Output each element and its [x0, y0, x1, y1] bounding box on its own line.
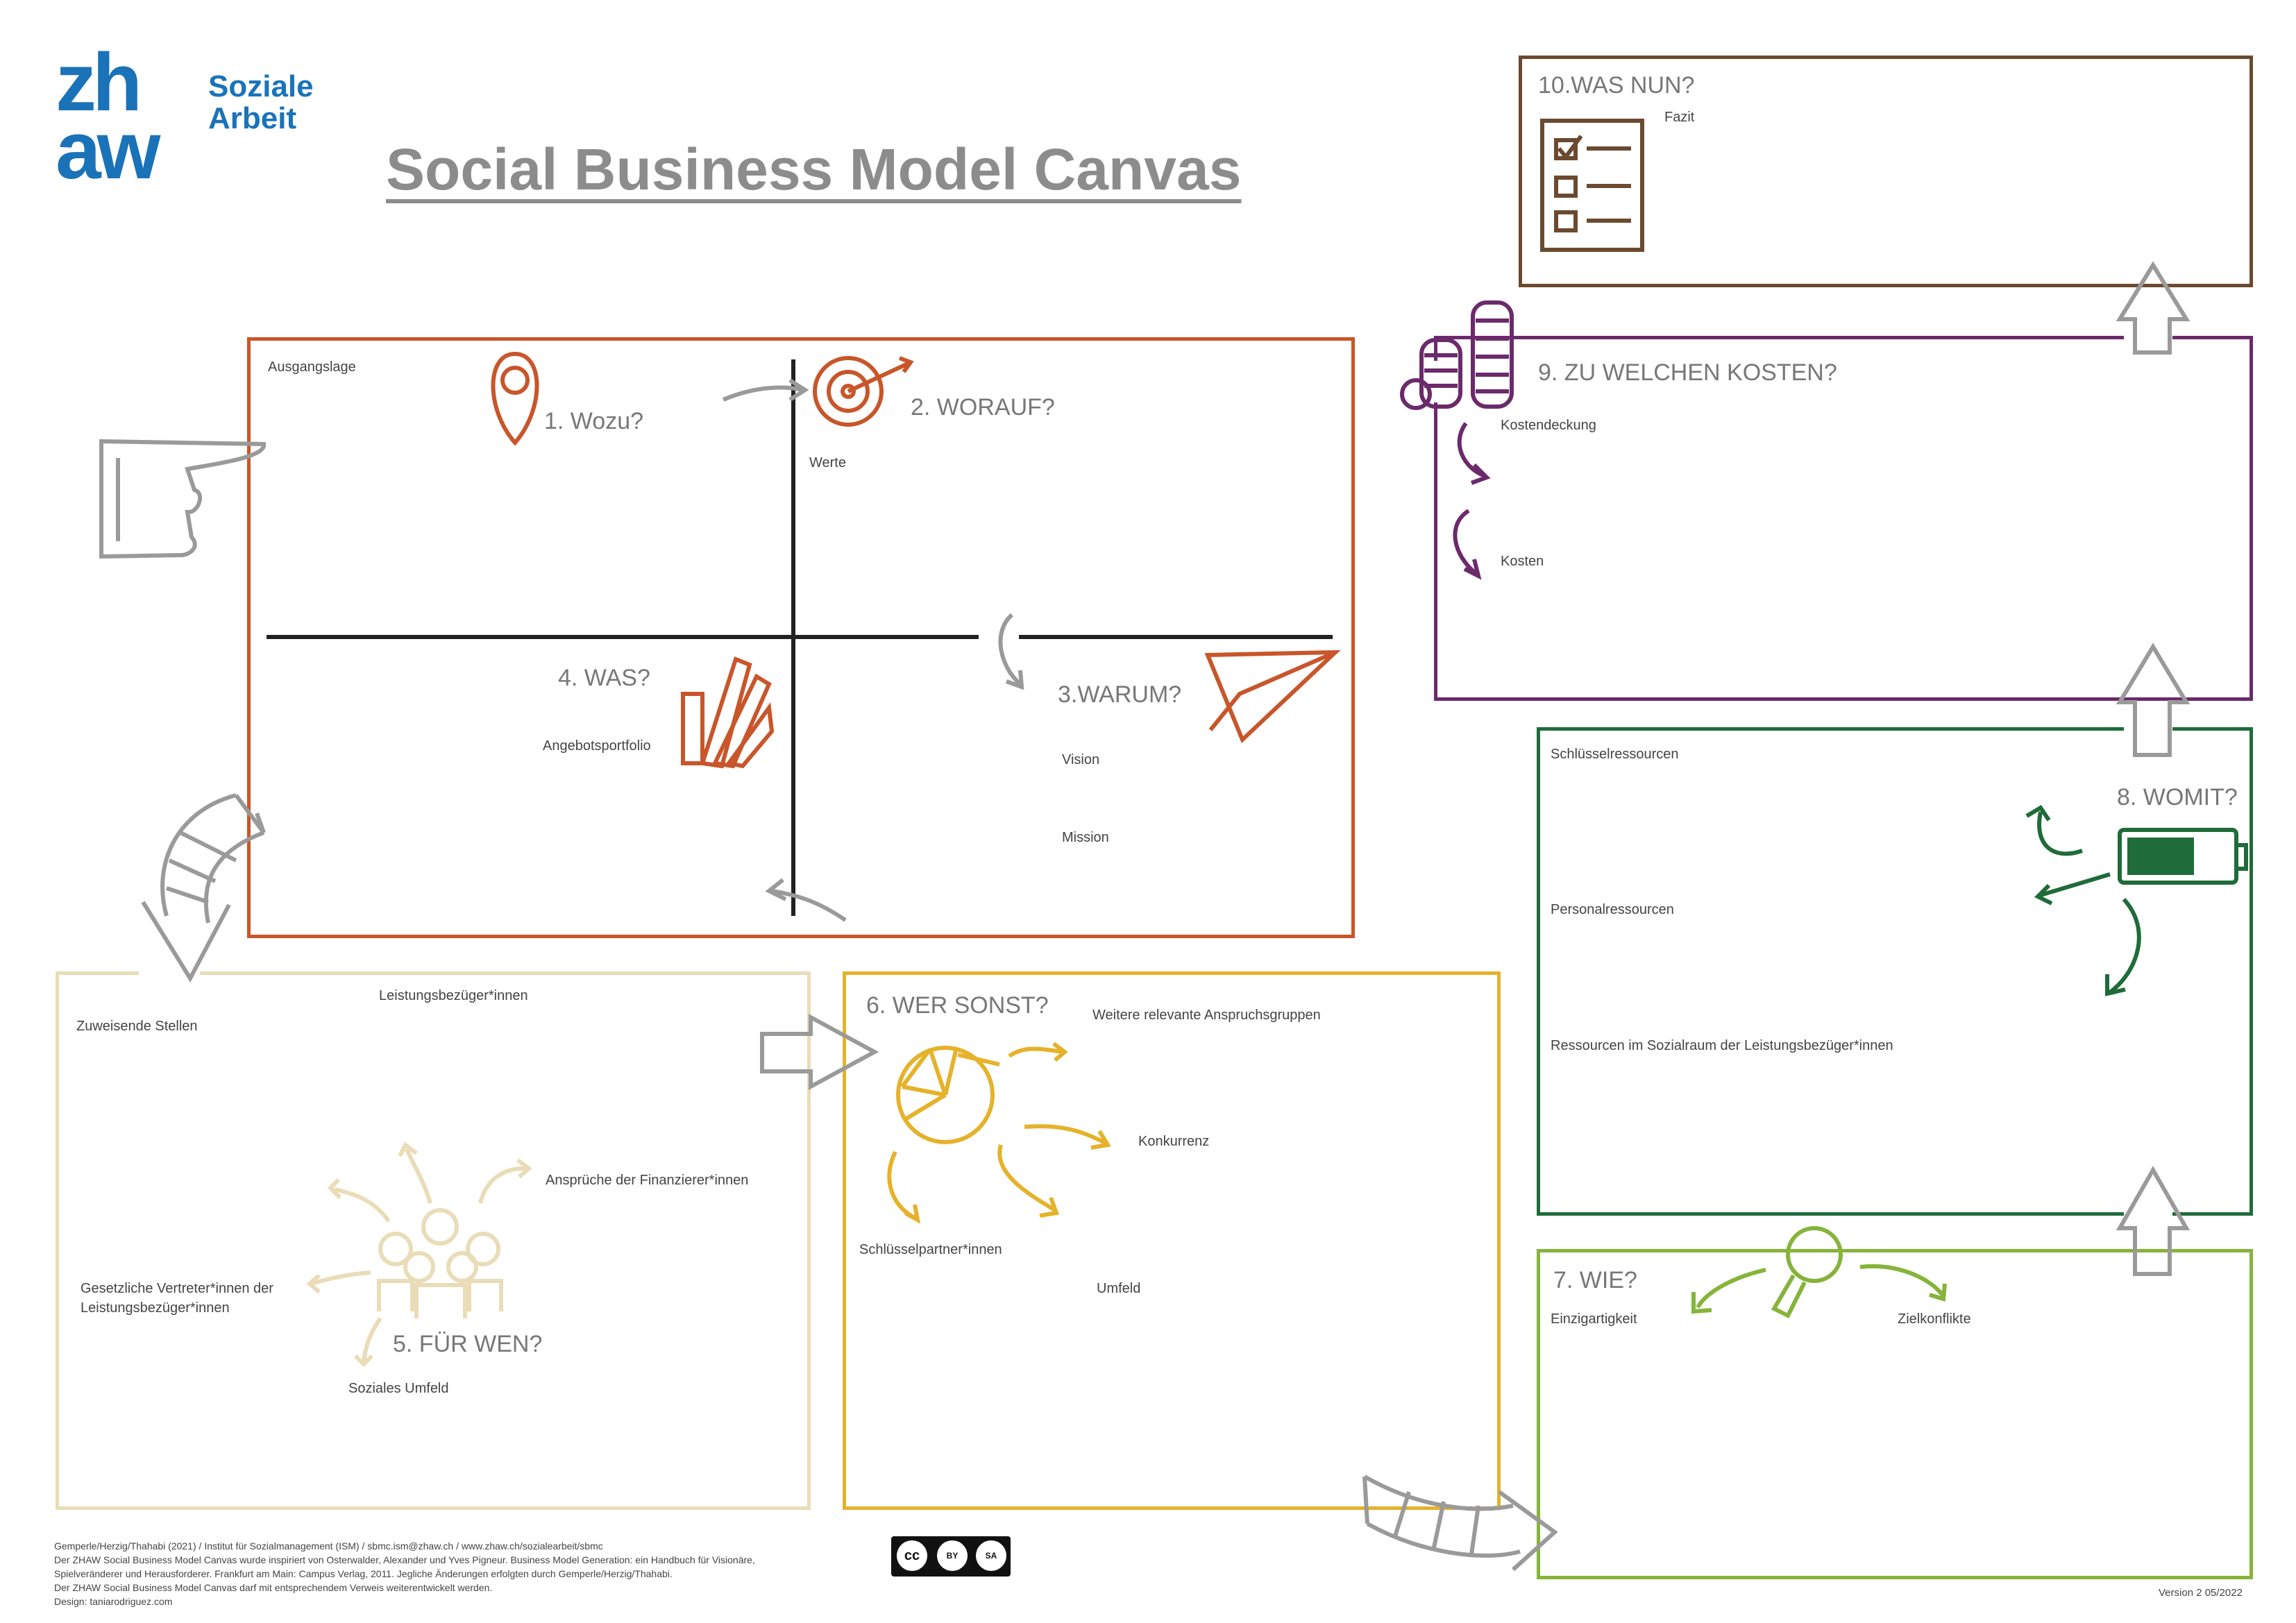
wie-box: [1537, 1249, 2253, 1579]
zhaw-logo: zh aw: [56, 37, 194, 201]
heading-was-nun: 10.WAS NUN?: [1538, 72, 1695, 99]
up-arrow-icons: [2116, 261, 2191, 1276]
label-finanzierer: Ansprüche der Finanzierer*innen: [546, 1173, 749, 1188]
label-vision: Vision: [1062, 752, 1100, 767]
womit-box: [1537, 727, 2253, 1216]
people-group-icon: [306, 1141, 532, 1368]
cc-icon: cc: [897, 1540, 927, 1571]
label-schluesselressourcen: Schlüsselressourcen: [1551, 747, 1679, 762]
outline-arrow-right-icon: [760, 1013, 879, 1091]
label-werte: Werte: [809, 455, 846, 470]
footer-line: Der ZHAW Social Business Model Canvas da…: [54, 1582, 493, 1593]
label-mission: Mission: [1062, 830, 1109, 845]
main-box: [247, 337, 1355, 938]
footer-line: Der ZHAW Social Business Model Canvas wu…: [54, 1554, 755, 1565]
logo-subtitle: Soziale Arbeit: [208, 71, 314, 135]
version-label: Version 2 05/2022: [2159, 1587, 2243, 1599]
checklist-icon: [1540, 119, 1644, 252]
label-zuweisende-stellen: Zuweisende Stellen: [76, 1019, 198, 1034]
label-angebotsportfolio: Angebotsportfolio: [543, 738, 651, 754]
label-kostendeckung: Kostendeckung: [1501, 418, 1596, 433]
label-leistungsbezueger: Leistungsbezüger*innen: [379, 988, 528, 1003]
label-soziales-umfeld: Soziales Umfeld: [348, 1381, 449, 1396]
coins-icon: [1400, 300, 1514, 410]
heading-worauf: 2. WORAUF?: [911, 394, 1055, 420]
heading-was: 4. WAS?: [558, 665, 650, 691]
cc-license-badge: cc BY SA: [891, 1536, 1011, 1577]
battery-icon: [2118, 828, 2248, 885]
border-gap: [2124, 1212, 2172, 1220]
footer-line: Gemperle/Herzig/Thahabi (2021) / Institu…: [54, 1540, 603, 1552]
label-ausgangslage: Ausgangslage: [268, 359, 356, 375]
label-weitere-anspruchsgruppen: Weitere relevante Anspruchsgruppen: [1092, 1008, 1321, 1023]
logo-subtitle-line1: Soziale: [208, 69, 314, 103]
pie-chart-icon: [896, 1046, 1000, 1144]
curved-arrow-icon: [141, 793, 266, 983]
heading-wie: 7. WIE?: [1553, 1267, 1637, 1293]
magnifier-icon: [1691, 1226, 1947, 1319]
label-gesetzliche-vertreter-1: Gesetzliche Vertreter*innen der: [81, 1281, 273, 1296]
center-cross: [267, 359, 1333, 916]
fuer-wen-box: [56, 971, 811, 1510]
label-zielkonflikte: Zielkonflikte: [1898, 1311, 1971, 1327]
pointing-hand-icon: [99, 439, 266, 559]
label-kosten: Kosten: [1501, 554, 1544, 569]
heading-fuer-wen: 5. FÜR WEN?: [393, 1331, 543, 1357]
footer-credits: Gemperle/Herzig/Thahabi (2021) / Institu…: [54, 1539, 755, 1608]
page-title: Social Business Model Canvas: [386, 137, 1242, 202]
was-nun-box: [1519, 56, 2253, 287]
wer-sonst-box: [843, 971, 1501, 1510]
target-icon: [813, 356, 914, 427]
kosten-box: [1434, 336, 2253, 701]
label-konkurrenz: Konkurrenz: [1138, 1134, 1210, 1149]
bottom-curved-arrow-icon: [1362, 1475, 1558, 1572]
footer-line: Spielveränderer und Herausforderer. Fran…: [54, 1568, 673, 1579]
label-einzigartigkeit: Einzigartigkeit: [1551, 1311, 1637, 1327]
location-pin-icon: [491, 351, 539, 446]
heading-wozu: 1. Wozu?: [544, 408, 644, 434]
palette-icon: [681, 656, 775, 769]
heading-kosten: 9. ZU WELCHEN KOSTEN?: [1538, 359, 1837, 386]
grey-arrows: [722, 378, 1024, 922]
label-umfeld: Umfeld: [1097, 1281, 1141, 1296]
heading-warum: 3.WARUM?: [1058, 681, 1182, 708]
label-gesetzliche-vertreter-2: Leistungsbezüger*innen: [81, 1300, 230, 1316]
label-ressourcen-sozialraum: Ressourcen im Sozialraum der Leistungsbe…: [1551, 1038, 1893, 1053]
heading-womit: 8. WOMIT?: [2117, 784, 2238, 810]
yellow-arrows: [887, 1042, 1111, 1224]
heading-wer-sonst: 6. WER SONST?: [866, 992, 1049, 1019]
label-personalressourcen: Personalressourcen: [1551, 902, 1674, 917]
label-fazit: Fazit: [1664, 110, 1695, 125]
label-schluesselpartner: Schlüsselpartner*innen: [859, 1242, 1002, 1257]
sa-icon: SA: [976, 1540, 1006, 1571]
purple-arrows: [1453, 422, 1491, 580]
footer-line: Design: taniarodriguez.com: [54, 1596, 173, 1607]
logo-subtitle-line2: Arbeit: [208, 101, 297, 135]
by-icon: BY: [937, 1540, 968, 1571]
paper-plane-icon: [1204, 649, 1341, 744]
zhaw-logo-mark: zh aw: [56, 37, 160, 196]
green-arrows: [2025, 804, 2141, 996]
